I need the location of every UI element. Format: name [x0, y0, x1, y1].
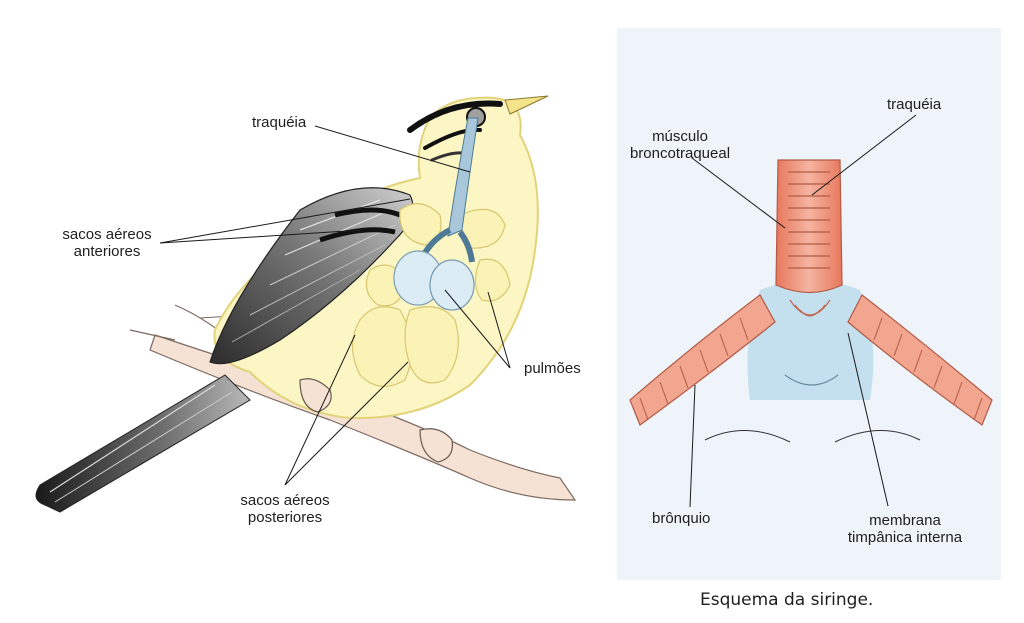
bird-wing — [209, 187, 414, 365]
label-traqueia-syrinx: traquéia — [887, 96, 942, 113]
bird-figure — [35, 95, 577, 513]
bird-lungs — [393, 250, 475, 311]
air-sacs — [351, 203, 511, 387]
label-line: posteriores — [247, 509, 323, 526]
label-musculo-broncotraqueal: músculo broncotraqueal — [620, 128, 740, 162]
syrinx-trachea — [775, 159, 843, 294]
label-sacos-aereos-anteriores: sacos aéreos anteriores — [52, 226, 162, 260]
bird-tail — [35, 374, 251, 513]
syrinx-chamber — [784, 299, 839, 386]
label-sacos-aereos-posteriores: sacos aéreos posteriores — [230, 492, 340, 526]
label-line: sacos aéreos — [62, 226, 152, 243]
label-pulmoes: pulmões — [524, 360, 581, 377]
label-line: membrana — [869, 512, 941, 529]
tympanic-membrane — [747, 280, 874, 400]
figure-caption: Esquema da siringe. — [700, 590, 874, 610]
label-line: broncotraqueal — [629, 145, 731, 162]
bird-leader-lines — [159, 125, 511, 486]
label-line: timpânica interna — [847, 529, 963, 546]
bronchus-arcs — [704, 430, 921, 443]
syrinx-leader-lines — [689, 114, 917, 508]
syrinx-figure — [617, 28, 1001, 580]
bronchi — [629, 294, 993, 426]
bronchi-rings — [639, 317, 983, 421]
bird-beak — [504, 95, 549, 115]
label-line: músculo — [652, 128, 708, 145]
label-bronquio: brônquio — [652, 510, 711, 527]
label-membrana-timpanica-interna: membrana timpânica interna — [835, 512, 975, 546]
label-line: anteriores — [73, 243, 141, 260]
label-traqueia-bird: traquéia — [252, 114, 307, 131]
label-line: sacos aéreos — [240, 492, 330, 509]
